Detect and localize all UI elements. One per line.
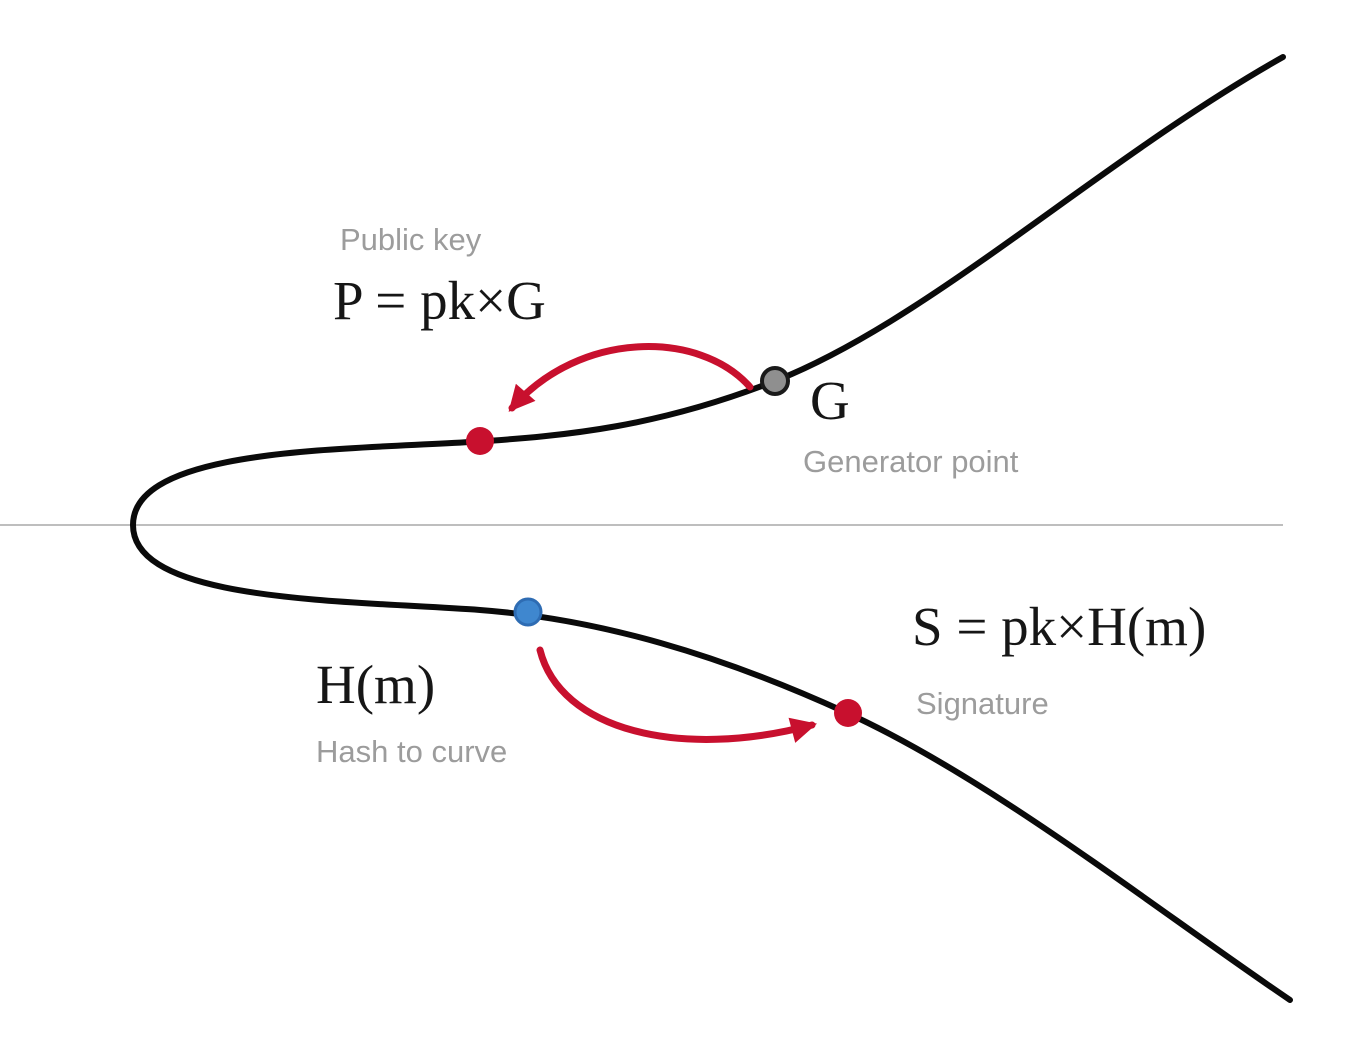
elliptic-curve-path — [129, 54, 1293, 1003]
signature-caption: Signature — [916, 686, 1049, 721]
public-key-formula: P = pk×G — [333, 270, 546, 331]
public-key-point-dot — [466, 427, 494, 455]
signature-point-dot — [834, 699, 862, 727]
generator-point-caption: Generator point — [803, 444, 1019, 479]
signature-arrow — [536, 646, 818, 743]
hash-formula: H(m) — [316, 654, 436, 715]
generator-point-label: G — [810, 370, 850, 431]
generator-point-dot — [760, 366, 790, 396]
public-key-caption: Public key — [340, 222, 482, 257]
signature-formula: S = pk×H(m) — [912, 596, 1207, 657]
hash-caption: Hash to curve — [316, 734, 508, 769]
hash-point-dot — [513, 597, 543, 627]
public-key-arrow — [508, 343, 754, 412]
